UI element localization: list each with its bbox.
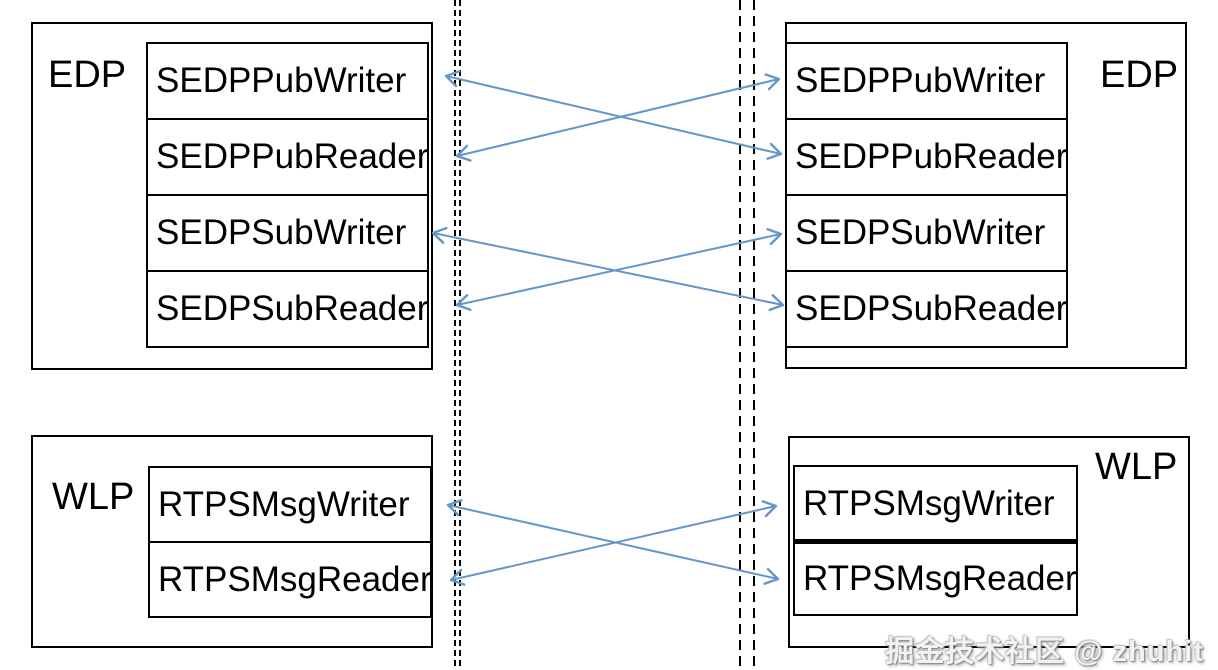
left-wlp-label: WLP [52,476,135,518]
right-wlp-row-rtpsmsgwriter: RTPSMsgWriter [793,465,1078,542]
right-wlp-label: WLP [1095,446,1178,488]
right-edp-row-sedpsubreader: SEDPSubReader [785,270,1068,348]
left-edp-row-sedpsubwriter: SEDPSubWriter [146,194,429,272]
connection-subreader-subwriter [455,228,783,311]
right-edp-rows: SEDPPubWriter SEDPPubReader SEDPSubWrite… [785,42,1068,348]
right-edp-row-sedppubwriter: SEDPPubWriter [785,42,1068,120]
boundary-dashed-lines-left [454,0,461,670]
left-edp-row-sedpsubreader: SEDPSubReader [146,270,429,348]
boundary-dashed-lines-right [739,0,755,670]
left-wlp-rows: RTPSMsgWriter RTPSMsgReader [148,466,432,618]
connection-msgreader-msgwriter [449,500,778,586]
connection-subwriter-subreader [431,226,785,312]
connection-msgwriter-msgreader [446,499,780,585]
left-edp-row-sedppubreader: SEDPPubReader [146,118,429,196]
right-edp-label: EDP [1100,54,1179,96]
right-wlp-row-rtpsmsgreader: RTPSMsgReader [793,539,1078,616]
wlp-connection-arrows [446,499,780,586]
right-wlp-rows: RTPSMsgWriter RTPSMsgReader [793,465,1078,616]
left-edp-rows: SEDPPubWriter SEDPPubReader SEDPSubWrite… [146,42,429,348]
edp-connection-arrows [431,70,785,312]
left-wlp-group: WLP RTPSMsgWriter RTPSMsgReader [31,435,433,648]
right-edp-row-sedpsubwriter: SEDPSubWriter [785,194,1068,272]
connection-pubwriter-pubreader [444,70,783,160]
left-edp-row-sedppubwriter: SEDPPubWriter [146,42,429,120]
right-edp-group: EDP SEDPPubWriter SEDPPubReader SEDPSubW… [785,22,1187,369]
right-edp-row-sedppubreader: SEDPPubReader [785,118,1068,196]
left-wlp-row-rtpsmsgwriter: RTPSMsgWriter [148,466,432,543]
left-edp-group: EDP SEDPPubWriter SEDPPubReader SEDPSubW… [31,22,433,370]
left-wlp-row-rtpsmsgreader: RTPSMsgReader [148,541,432,618]
connection-pubreader-pubwriter [455,73,781,162]
left-edp-label: EDP [48,54,127,96]
right-wlp-group: WLP RTPSMsgWriter RTPSMsgReader [788,436,1190,648]
watermark-text: 掘金技术社区 @ zhuhit [885,636,1204,668]
